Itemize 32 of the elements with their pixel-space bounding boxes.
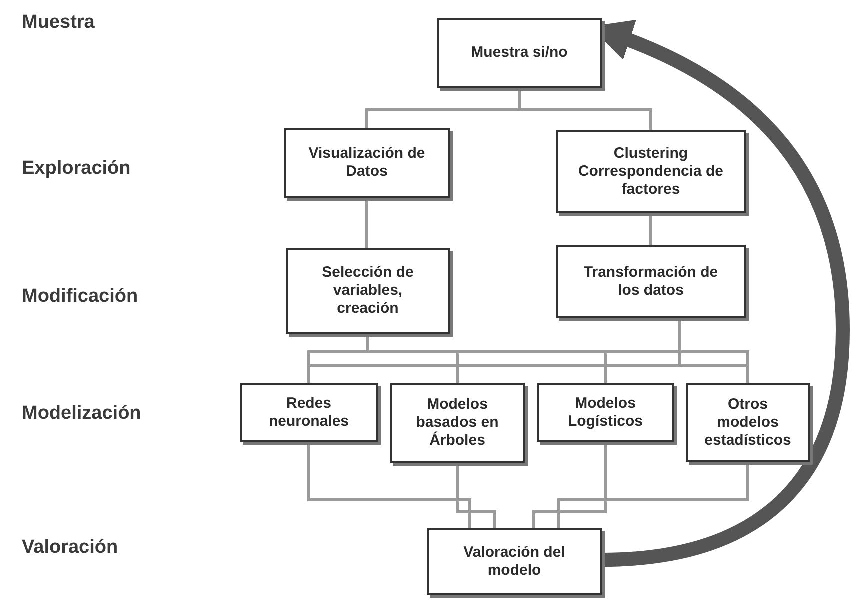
- process-box: [390, 383, 525, 463]
- connector-line: [366, 198, 368, 248]
- box-text: Clustering Correspondencia de factores: [577, 144, 725, 198]
- process-box: [240, 383, 378, 442]
- process-box: [437, 18, 602, 88]
- box-text: Redes neuronales: [268, 394, 350, 430]
- connector-line: [518, 88, 652, 130]
- box-text: Modelos basados en Árboles: [415, 396, 500, 450]
- process-box: [427, 528, 602, 595]
- stage-label: Muestra: [22, 12, 95, 34]
- connector-line: [308, 442, 472, 528]
- process-box: [537, 383, 674, 442]
- stage-label: Valoración: [22, 537, 118, 559]
- box-text: Visualización de Datos: [308, 145, 426, 181]
- stage-label: Exploración: [22, 158, 131, 180]
- box-text: Valoración del modelo: [462, 544, 566, 580]
- connector-line: [532, 442, 607, 528]
- connector-line: [558, 462, 750, 528]
- process-box: [686, 383, 810, 462]
- box-text: Otros modelos estadísticos: [704, 396, 792, 450]
- stage-label: Modelización: [22, 403, 142, 425]
- process-box: [284, 128, 450, 198]
- stage-label: Modificación: [22, 286, 138, 308]
- box-text: Muestra si/no: [471, 44, 568, 62]
- connector-line: [650, 213, 652, 245]
- process-box: [556, 130, 746, 213]
- process-box: [286, 248, 450, 334]
- process-box: [556, 245, 746, 318]
- connector-line: [456, 463, 496, 528]
- box-text: Transformación de los datos: [582, 264, 720, 300]
- box-text: Selección de variables, creación: [321, 264, 415, 318]
- box-text: Modelos Logísticos: [566, 394, 644, 430]
